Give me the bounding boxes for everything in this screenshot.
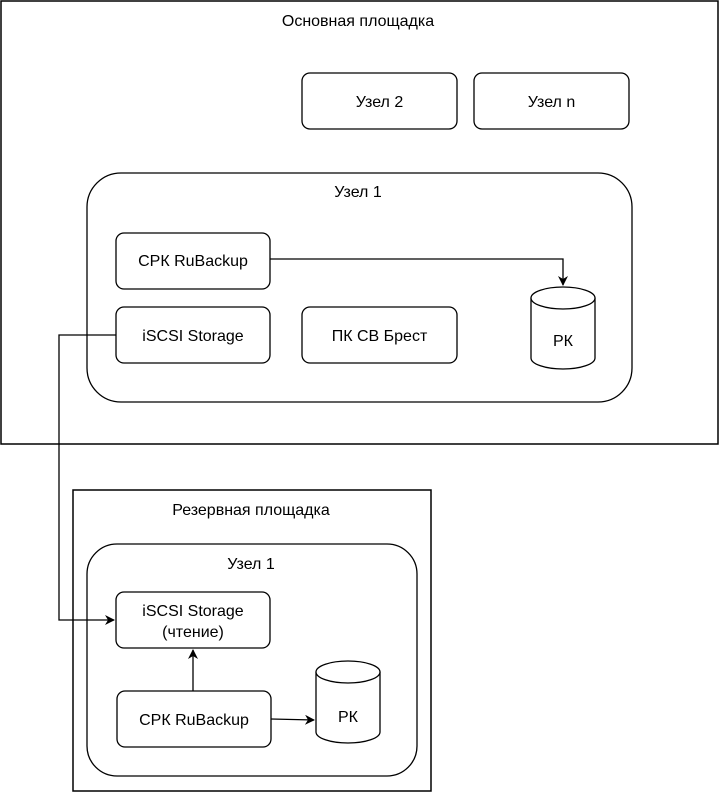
backup-srk-rubackup-label: СРК RuBackup	[139, 712, 249, 729]
backup-iscsi-storage-read[interactable]: iSCSI Storage (чтение)	[115, 591, 271, 649]
primary-node-n-label: Узел n	[528, 94, 575, 111]
primary-iscsi-storage[interactable]: iSCSI Storage	[115, 306, 271, 364]
arrow-backup-srk-to-rk	[270, 714, 315, 725]
backup-rk-database[interactable]: РК	[315, 660, 381, 744]
primary-rk-database[interactable]: РК	[530, 286, 596, 370]
primary-site-title: Основная площадка	[282, 13, 434, 30]
primary-node-2[interactable]: Узел 2	[301, 72, 458, 130]
primary-pk-sv-brest[interactable]: ПК СВ Брест	[301, 306, 458, 364]
primary-iscsi-storage-label: iSCSI Storage	[142, 328, 243, 345]
primary-node-1-title: Узел 1	[334, 184, 382, 201]
backup-iscsi-storage-label-line1: iSCSI Storage	[142, 603, 243, 620]
backup-iscsi-storage-label-line2: (чтение)	[162, 624, 224, 641]
backup-rk-label: РК	[338, 709, 359, 726]
arrow-primary-srk-to-rk	[270, 258, 568, 286]
primary-node-n[interactable]: Узел n	[473, 72, 630, 130]
arrow-primary-iscsi-to-backup-iscsi	[58, 334, 116, 625]
backup-srk-rubackup[interactable]: СРК RuBackup	[116, 690, 272, 748]
primary-rk-label: РК	[553, 333, 574, 350]
primary-pk-sv-brest-label: ПК СВ Брест	[332, 328, 428, 345]
backup-site-title: Резервная площадка	[172, 502, 330, 519]
primary-node-2-label: Узел 2	[356, 94, 404, 111]
primary-srk-rubackup[interactable]: СРК RuBackup	[115, 232, 271, 290]
primary-srk-rubackup-label: СРК RuBackup	[138, 253, 248, 270]
backup-node-1-title: Узел 1	[227, 556, 275, 573]
